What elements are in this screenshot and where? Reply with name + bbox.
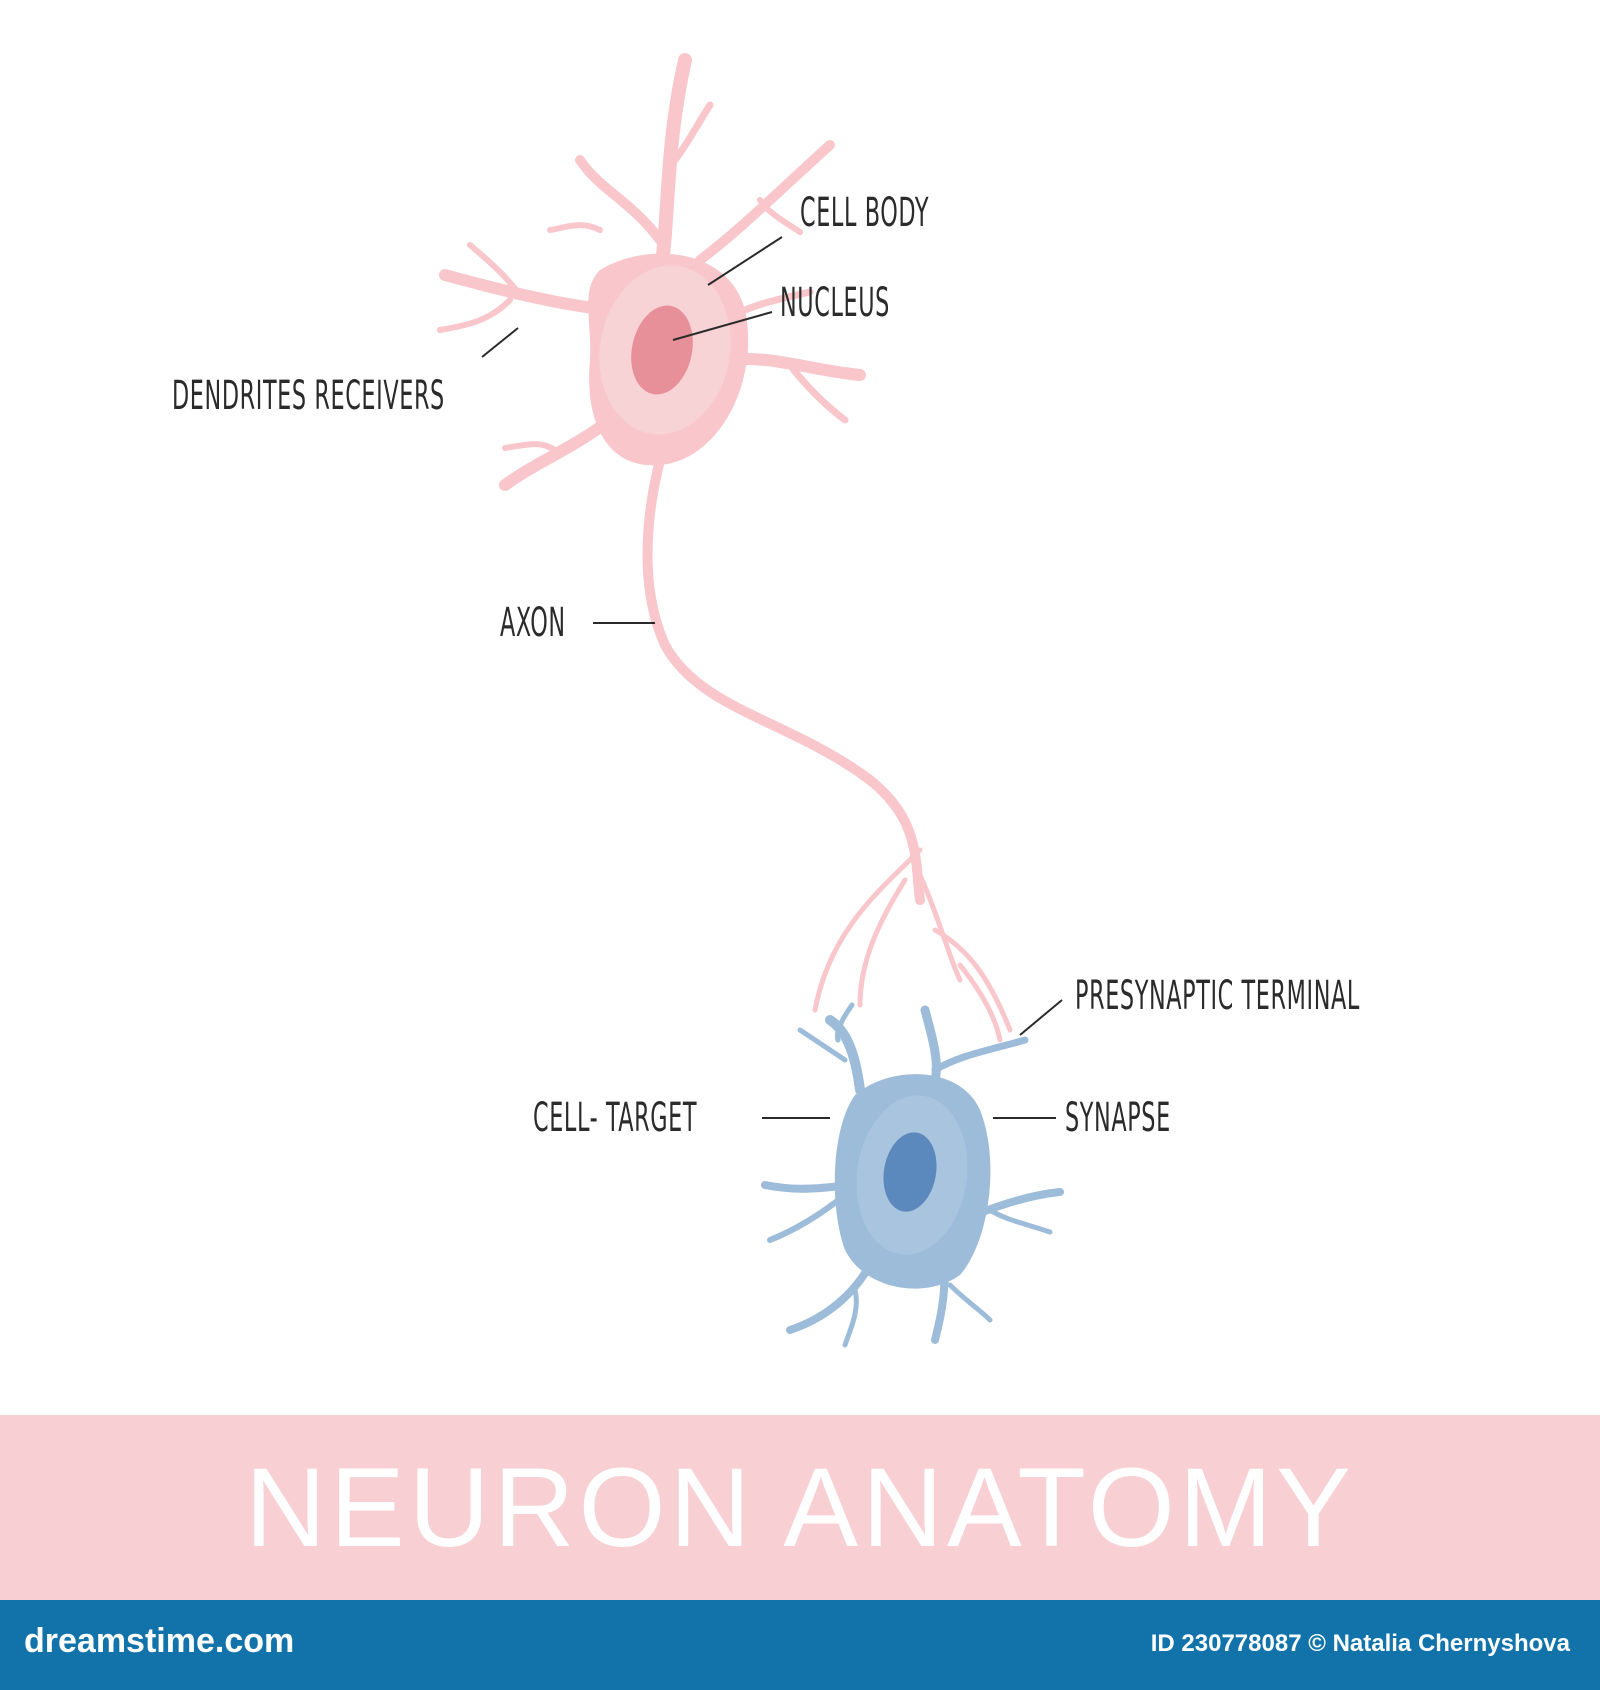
label-synapse: SYNAPSE bbox=[1065, 1095, 1171, 1141]
target-nucleus bbox=[883, 1132, 937, 1212]
source-neuron-dendrites bbox=[437, 53, 866, 491]
nucleus bbox=[631, 305, 693, 395]
axon bbox=[642, 455, 925, 905]
label-cell-body: CELL BODY bbox=[800, 190, 930, 236]
footer-site-link[interactable]: dreamstime.com bbox=[24, 1622, 295, 1660]
label-axon: AXON bbox=[500, 600, 566, 646]
neuron-diagram bbox=[437, 53, 1064, 1348]
axon-terminals bbox=[812, 847, 1013, 1043]
label-dendrites: DENDRITES RECEIVERS bbox=[172, 373, 445, 419]
footer-bar: dreamstime.com ID 230778087 © Natalia Ch… bbox=[0, 1600, 1600, 1690]
title-band: NEURON ANATOMY bbox=[0, 1415, 1600, 1600]
leader-lines bbox=[481, 236, 1063, 1119]
page-title: NEURON ANATOMY bbox=[245, 1445, 1355, 1570]
label-nucleus: NUCLEUS bbox=[780, 280, 890, 326]
label-presynaptic-terminal: PRESYNAPTIC TERMINAL bbox=[1075, 973, 1360, 1019]
label-cell-target: CELL- TARGET bbox=[533, 1095, 698, 1141]
footer-credit: ID 230778087 © Natalia Chernyshova bbox=[1150, 1630, 1570, 1657]
